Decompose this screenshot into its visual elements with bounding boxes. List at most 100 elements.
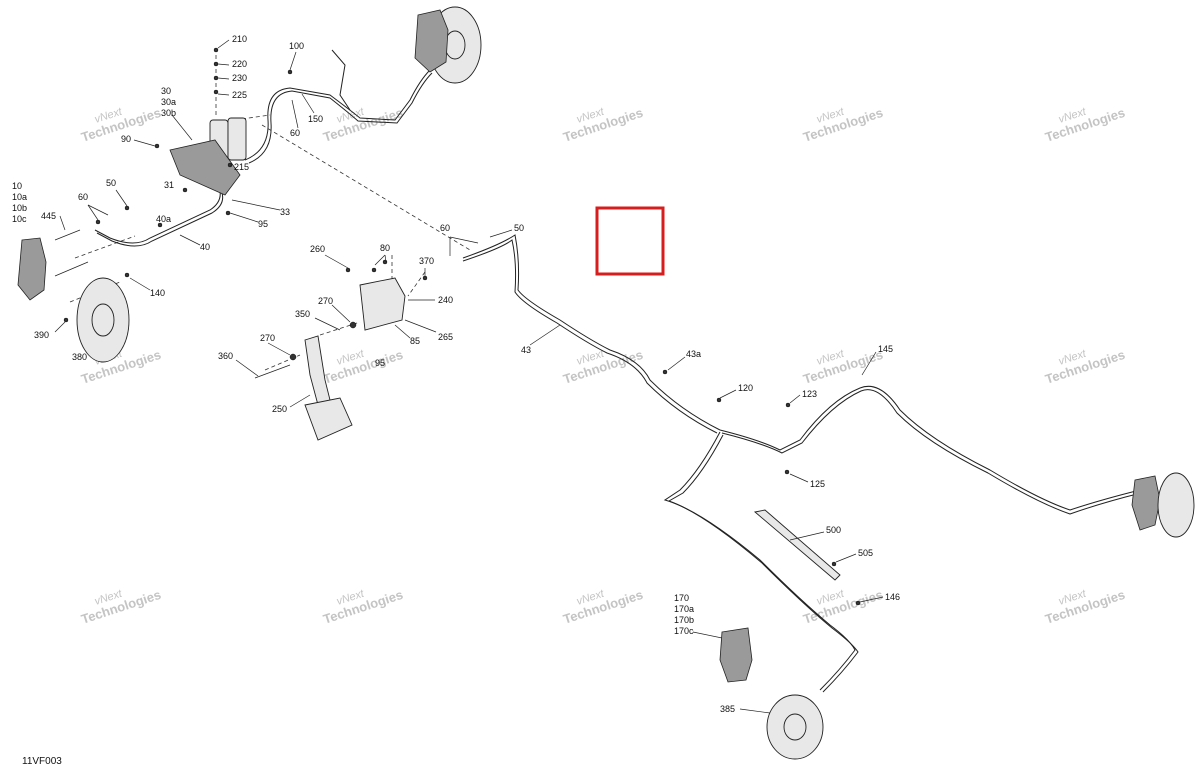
brake-caliper <box>1131 475 1161 531</box>
leader-line <box>231 199 281 211</box>
fastener <box>831 561 837 567</box>
leader-line <box>384 254 387 263</box>
front-right-brake-assembly <box>331 6 482 111</box>
part-label-80: 80 <box>380 243 390 253</box>
pedal-pad <box>304 397 353 441</box>
part-label-260: 260 <box>310 244 325 254</box>
guide-line <box>407 271 426 297</box>
fastener <box>213 47 219 53</box>
part-label-385: 385 <box>720 704 735 714</box>
part-label-265: 265 <box>438 332 453 342</box>
part-label-250: 250 <box>272 404 287 414</box>
part-label-225: 225 <box>232 90 247 100</box>
part-label-120: 120 <box>738 383 753 393</box>
brake-caliper <box>414 9 449 73</box>
fastener <box>345 267 351 273</box>
part-label-270: 270 <box>318 296 333 306</box>
brake-disc <box>1157 472 1195 538</box>
part-label-10a: 10a <box>12 192 27 202</box>
part-label-85: 85 <box>410 336 420 346</box>
master-cylinder-body <box>169 139 241 196</box>
brake-disc-hub <box>783 713 807 741</box>
rear-brake-components <box>662 369 1195 760</box>
part-label-33: 33 <box>280 207 290 217</box>
leader-line <box>171 114 193 141</box>
fastener <box>213 61 219 67</box>
fastener <box>124 272 130 278</box>
part-label-240: 240 <box>438 295 453 305</box>
part-label-445: 445 <box>41 211 56 221</box>
part-label-170b: 170b <box>674 615 694 625</box>
leader-line <box>235 359 259 377</box>
bushing <box>349 321 357 329</box>
part-label-43a: 43a <box>686 349 701 359</box>
part-label-145: 145 <box>878 344 893 354</box>
fastener <box>124 205 130 211</box>
part-label-170c: 170c <box>674 626 694 636</box>
leader-line <box>229 212 259 223</box>
part-label-500: 500 <box>826 525 841 535</box>
leader-line <box>331 304 351 323</box>
brake-line-rear-right <box>721 389 1142 515</box>
fastener <box>784 469 790 475</box>
part-label-150: 150 <box>308 114 323 124</box>
brake-disc-hub <box>91 303 115 337</box>
leader-line <box>861 351 877 376</box>
leader-line <box>529 324 561 346</box>
part-label-350: 350 <box>295 309 310 319</box>
leader-line <box>87 204 109 216</box>
part-label-31: 31 <box>164 180 174 190</box>
bracket <box>331 49 351 111</box>
brake-line-60 <box>244 69 431 161</box>
part-label-50: 50 <box>106 178 116 188</box>
part-label-30b: 30b <box>161 108 176 118</box>
fastener <box>182 187 188 193</box>
part-label-390: 390 <box>34 330 49 340</box>
fastener <box>63 317 69 323</box>
leader-line <box>179 234 201 246</box>
brake-line-rear-left <box>667 434 859 693</box>
part-label-125: 125 <box>810 479 825 489</box>
pedal-bracket <box>359 277 406 331</box>
bolt <box>54 229 81 241</box>
leader-lines <box>54 39 884 714</box>
leader-line <box>314 317 341 331</box>
part-label-370: 370 <box>419 256 434 266</box>
leader-line <box>719 389 737 399</box>
part-label-210: 210 <box>232 34 247 44</box>
part-label-40a: 40a <box>156 214 171 224</box>
fastener <box>371 267 377 273</box>
leader-line <box>115 189 128 207</box>
leader-line <box>217 39 230 49</box>
leader-line <box>374 254 386 266</box>
part-label-10c: 10c <box>12 214 27 224</box>
brake-caliper <box>719 627 753 683</box>
fastener <box>422 275 428 281</box>
leader-line <box>217 93 230 96</box>
leader-line <box>449 236 479 244</box>
master-cylinder-assembly <box>154 47 293 216</box>
part-label-170a: 170a <box>674 604 694 614</box>
brake-lines <box>94 69 1142 693</box>
brake-line-60 <box>248 72 433 164</box>
part-label-40: 40 <box>200 242 210 252</box>
fastener <box>213 75 219 81</box>
leader-line <box>301 93 315 114</box>
fastener <box>95 219 101 225</box>
guide-line <box>234 114 271 121</box>
brake-line-rear-right <box>719 385 1141 511</box>
bracket-500 <box>754 509 841 581</box>
part-label-123: 123 <box>802 389 817 399</box>
leader-line <box>859 596 884 603</box>
guide-line <box>74 235 136 259</box>
part-label-215: 215 <box>234 162 249 172</box>
